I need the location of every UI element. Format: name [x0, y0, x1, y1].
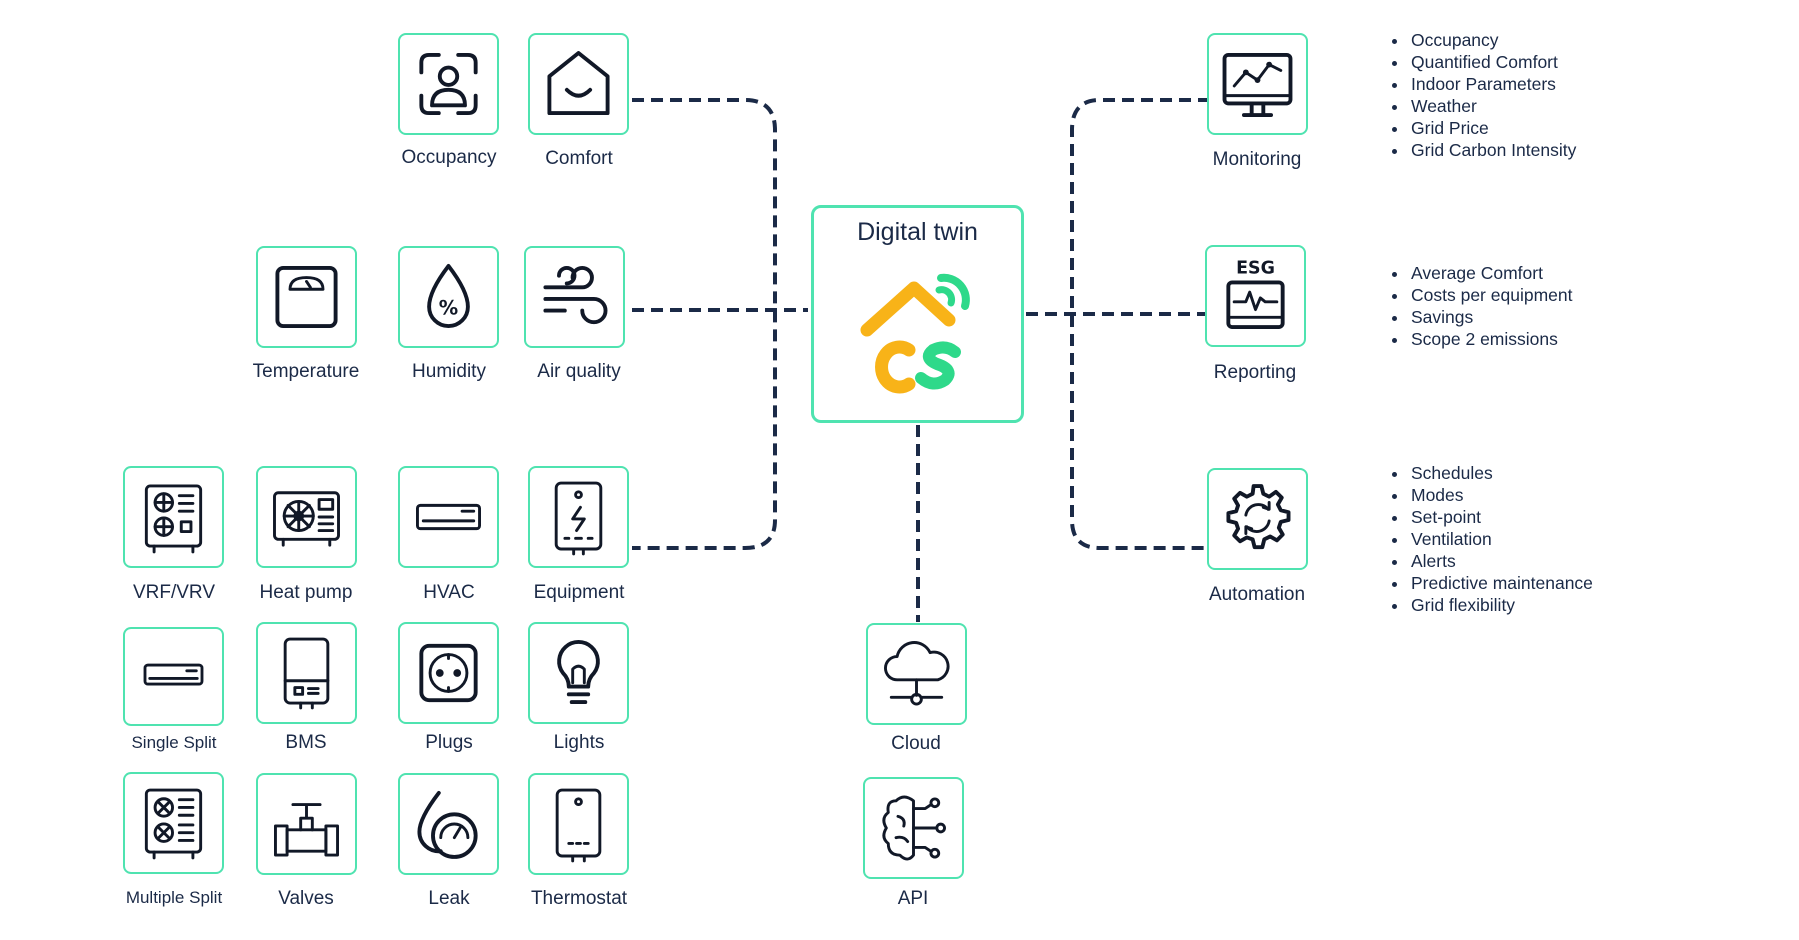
list-item: Grid Carbon Intensity — [1409, 139, 1576, 161]
monitor-chart-icon — [1222, 52, 1293, 117]
air-quality-tile — [524, 246, 625, 348]
list-item: Grid Price — [1409, 117, 1576, 139]
gear-sync-icon — [1226, 484, 1291, 550]
single-split-tile — [123, 627, 224, 726]
reporting-label: Reporting — [1213, 362, 1297, 383]
cloud-network-icon — [884, 641, 950, 706]
list-item: Weather — [1409, 95, 1576, 117]
connector-outputs — [1070, 98, 1210, 550]
monitoring-label: Monitoring — [1212, 149, 1302, 170]
cloud-tile — [866, 623, 967, 725]
light-bulb-icon — [557, 640, 600, 705]
list-item: Indoor Parameters — [1409, 73, 1576, 95]
leak-drop-gauge-icon — [417, 791, 478, 859]
comfort-tile — [528, 33, 629, 135]
single-split-icon — [143, 663, 204, 686]
heat-pump-tile — [256, 466, 357, 568]
list-item: Set-point — [1409, 506, 1593, 528]
humidity-tile: % — [398, 246, 499, 348]
vrf-tile — [123, 466, 224, 568]
thermostat-icon — [555, 788, 602, 863]
lights-label: Lights — [553, 732, 605, 753]
valves-label: Valves — [278, 888, 334, 909]
leak-label: Leak — [428, 888, 470, 909]
cs-house-wifi-logo-icon — [860, 273, 970, 394]
leak-tile — [398, 773, 499, 875]
valves-tile — [256, 773, 357, 875]
plugs-label: Plugs — [425, 732, 473, 753]
scale-gauge-icon — [275, 265, 338, 329]
automation-list: Schedules Modes Set-point Ventilation Al… — [1387, 462, 1593, 616]
reporting-tile: ESG — [1205, 245, 1306, 347]
lights-tile — [528, 622, 629, 724]
connector-comfort — [632, 98, 777, 550]
list-item: Ventilation — [1409, 528, 1593, 550]
list-item: Modes — [1409, 484, 1593, 506]
heat-pump-icon — [273, 491, 340, 547]
temperature-label: Temperature — [252, 361, 360, 382]
list-item: Average Comfort — [1409, 262, 1572, 284]
esg-badge: ESG — [1236, 259, 1275, 279]
automation-tile — [1207, 468, 1308, 570]
list-item: Predictive maintenance — [1409, 572, 1593, 594]
api-tile — [863, 777, 964, 879]
monitoring-tile — [1207, 33, 1308, 135]
reporting-list: Average Comfort Costs per equipment Savi… — [1387, 262, 1572, 350]
multiple-split-tile — [123, 772, 224, 874]
heat-pump-label: Heat pump — [259, 582, 353, 603]
list-item: Grid flexibility — [1409, 594, 1593, 616]
list-item: Scope 2 emissions — [1409, 328, 1572, 350]
bms-label: BMS — [285, 732, 327, 753]
humidity-label: Humidity — [412, 361, 486, 382]
cloud-label: Cloud — [891, 733, 941, 754]
equipment-label: Equipment — [533, 582, 625, 603]
list-item: Quantified Comfort — [1409, 51, 1576, 73]
list-item: Occupancy — [1409, 29, 1576, 51]
list-item: Schedules — [1409, 462, 1593, 484]
occupancy-label: Occupancy — [401, 147, 497, 168]
comfort-label: Comfort — [545, 148, 613, 169]
occupancy-tile — [398, 33, 499, 135]
equipment-tile — [528, 466, 629, 568]
vrf-label: VRF/VRV — [132, 582, 215, 603]
digital-twin-box: Digital twin — [811, 205, 1024, 423]
thermostat-label: Thermostat — [530, 888, 628, 909]
thermostat-tile — [528, 773, 629, 875]
bms-panel-icon — [283, 637, 330, 710]
hvac-label: HVAC — [423, 582, 475, 603]
user-scan-icon — [419, 52, 478, 116]
socket-icon — [419, 643, 478, 703]
wind-icon — [543, 265, 608, 325]
valve-icon — [274, 803, 339, 857]
plugs-tile — [398, 622, 499, 724]
brain-circuit-icon — [882, 795, 946, 861]
water-drop-percent-icon: % — [427, 264, 470, 328]
hvac-unit-icon — [416, 503, 481, 531]
list-item: Alerts — [1409, 550, 1593, 572]
temperature-tile — [256, 246, 357, 348]
list-item: Costs per equipment — [1409, 284, 1572, 306]
multiple-split-icon — [144, 788, 203, 860]
monitoring-list: Occupancy Quantified Comfort Indoor Para… — [1387, 29, 1576, 161]
automation-label: Automation — [1208, 584, 1306, 605]
multiple-split-label: Multiple Split — [125, 888, 223, 907]
api-label: API — [897, 888, 929, 909]
smiling-house-icon — [547, 51, 610, 116]
svg-text:%: % — [439, 296, 458, 319]
bms-tile — [256, 622, 357, 724]
single-split-label: Single Split — [131, 733, 217, 752]
air-quality-label: Air quality — [537, 361, 621, 382]
hvac-tile — [398, 466, 499, 568]
digital-twin-title: Digital twin — [857, 218, 978, 246]
esg-report-icon: ESG — [1226, 259, 1285, 329]
water-heater-icon — [554, 481, 603, 556]
list-item: Savings — [1409, 306, 1572, 328]
vrf-unit-icon — [144, 484, 203, 554]
